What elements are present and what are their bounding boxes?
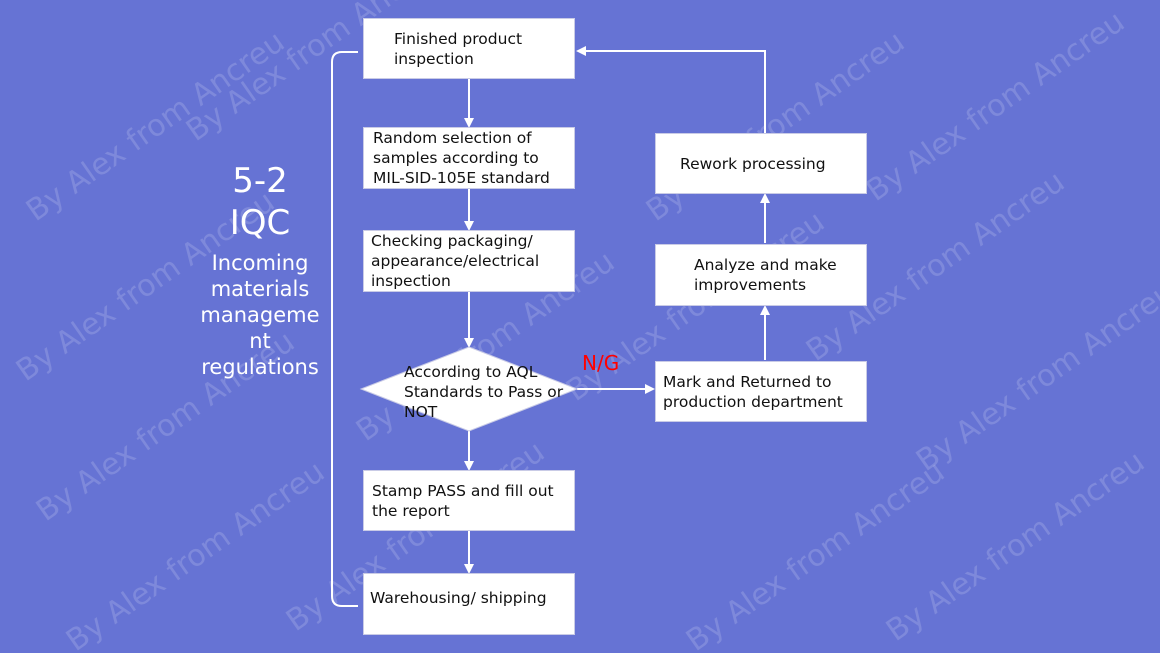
step-label: Checking packaging/ appearance/electrica…	[371, 232, 540, 290]
step-finished-inspection: Finished product inspection	[363, 18, 575, 79]
section-name: IQC	[229, 203, 291, 243]
step-label: Random selection of samples according to…	[373, 129, 550, 187]
step-random-selection: Random selection of samples according to…	[363, 127, 575, 189]
step-label: Analyze and make improvements	[694, 256, 837, 294]
ng-label: N/G	[582, 351, 620, 375]
step-warehousing: Warehousing/ shipping	[363, 573, 575, 635]
bracket	[331, 51, 358, 607]
section-code: 5-2	[232, 161, 288, 201]
title-block: 5-2 IQC Incoming materials manageme nt r…	[186, 160, 334, 380]
decision-label: According to AQL Standards to Pass or NO…	[404, 363, 564, 421]
section-description: Incoming materials manageme nt regulatio…	[200, 251, 320, 379]
step-label: Finished product inspection	[394, 29, 523, 68]
step-stamp: Stamp PASS and fill out the report	[363, 470, 575, 531]
decision-diamond	[359, 346, 579, 432]
step-checking: Checking packaging/ appearance/electrica…	[363, 230, 575, 292]
step-label: Rework processing	[680, 154, 826, 173]
step-rework: Rework processing	[655, 133, 867, 194]
step-label: Warehousing/ shipping	[370, 589, 547, 607]
step-label: Mark and Returned to production departme…	[663, 372, 843, 411]
step-mark-returned: Mark and Returned to production departme…	[655, 361, 867, 422]
arrow-rework-to-finished-inspection	[576, 46, 766, 133]
step-label: Stamp PASS and fill out the report	[372, 481, 554, 520]
step-analyze: Analyze and make improvements	[655, 244, 867, 306]
